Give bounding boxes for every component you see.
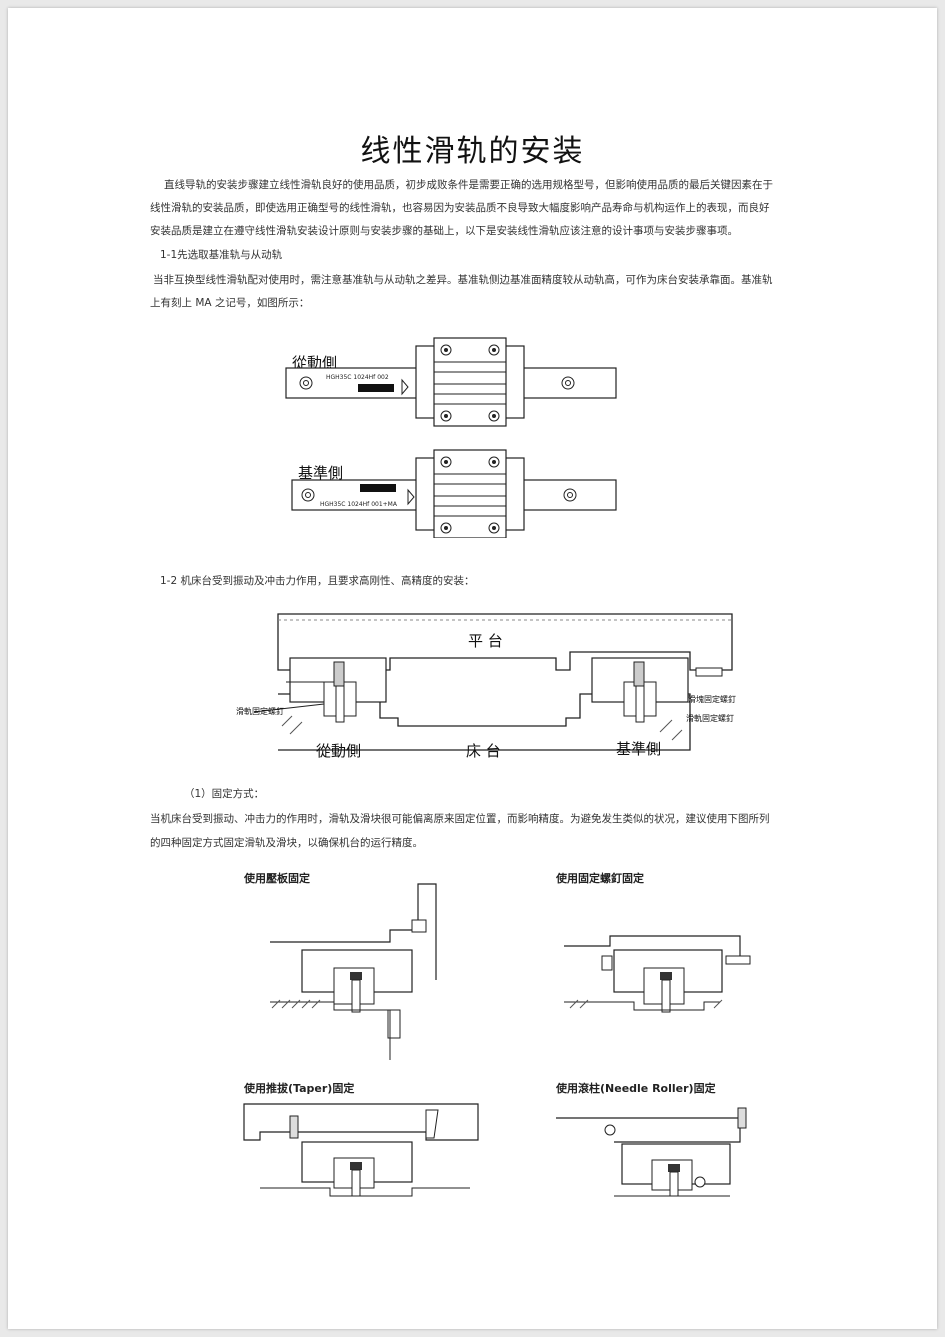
left-rail-screw-callout: 滑軌固定螺釘	[236, 706, 284, 716]
hiwin-logo-icon	[360, 484, 396, 492]
hiwin-logo-icon	[358, 384, 394, 392]
method-taper-label: 使用推拔(Taper)固定	[243, 1081, 354, 1095]
taper-wedge-icon	[425, 1109, 439, 1139]
section-1-1-line-1: 当非互换型线性滑轨配对使用时，需注意基准轨与从动轨之差异。基准轨侧边基准面精度较…	[153, 274, 773, 286]
fixing-line-1: 当机床台受到振动、冲击力的作用时，滑轨及滑块很可能偏离原来固定位置，而影响精度。…	[150, 813, 770, 825]
needle-roller-icon	[604, 1124, 616, 1136]
reference-side-label: 基準側	[298, 464, 343, 482]
block-set-screw-icon	[695, 667, 723, 677]
plate-screw-icon	[387, 1009, 401, 1039]
fixing-line-2: 的四种固定方式固定滑轨及滑块，以确保机台的运行精度。	[150, 837, 423, 849]
bolt-head-icon	[668, 1164, 680, 1172]
reference-side-label: 基準側	[616, 740, 661, 758]
document-page: 线性滑轨的安装 直线导轨的安装步骤建立线性滑轨良好的使用品质，初步成败条件是需要…	[8, 8, 937, 1329]
section-heading-1-2: 1-2 机床台受到振动及冲击力作用，且要求高刚性、高精度的安装：	[160, 575, 475, 587]
bolt-head-icon	[660, 972, 672, 980]
table-label: 平 台	[468, 632, 503, 650]
intro-line-2: 线性滑轨的安装品质，即使选用正确型号的线性滑轨，也容易因为安装品质不良导致大幅度…	[150, 202, 770, 214]
intro-line-3: 安装品质是建立在遵守线性滑轨安装设计原则与安装步骤的基础上，以下是安装线性滑轨应…	[150, 225, 738, 237]
driven-side-label: 從動側	[316, 742, 361, 758]
left-bolt-icon	[333, 661, 345, 687]
taper-table	[243, 1103, 479, 1141]
method-pressure-plate-label: 使用壓板固定	[243, 871, 310, 885]
section-heading-1-1: 1-1先选取基准轨与从动轨	[160, 249, 283, 261]
bolt-head-icon	[350, 1162, 362, 1170]
driven-rail-marking: HGH35C 1024Hf 002	[326, 374, 389, 381]
grease-nipple-icon	[401, 378, 409, 396]
table-outline	[277, 613, 733, 671]
reference-rail-marking: HGH35C 1024Hf 001+MA	[320, 501, 398, 508]
bed-outline	[278, 693, 691, 751]
right-rail-screw-callout: 滑軌固定螺釘	[686, 713, 734, 723]
section-1-1-line-2: 上有刻上 MA 之记号，如图所示：	[150, 297, 310, 309]
bed-label: 床 台	[466, 742, 501, 758]
method-set-screw-label: 使用固定螺釘固定	[555, 871, 644, 885]
grease-nipple-icon	[407, 488, 415, 506]
needle-roller-icon	[694, 1176, 706, 1188]
method-needle-roller-label: 使用滾柱(Needle Roller)固定	[555, 1081, 716, 1095]
pressure-plate-icon	[411, 919, 427, 933]
taper-screw-icon	[289, 1115, 299, 1139]
rail-pair-figure: 從動側 HGH35C 1024Hf 002 基準側 HGH35C 1024Hf …	[285, 337, 617, 538]
roller-screw-icon	[737, 1107, 747, 1129]
fixing-methods-figure: 使用壓板固定 使用固定螺釘固定 使用推拔(Taper)固定 使用滾柱(Needl	[243, 871, 751, 1197]
set-screw-icon	[725, 955, 751, 965]
bolt-head-icon	[350, 972, 362, 980]
section-heading-fixing: （1）固定方式：	[184, 788, 265, 800]
block-screw-callout: 滑塊固定螺釘	[688, 694, 736, 704]
document-title: 线性滑轨的安装	[360, 134, 585, 169]
right-bolt-icon	[633, 661, 645, 687]
table-bed-section-figure: 平 台 床 台 滑軌固定螺釘 從動側 滑塊固定螺釘 滑軌固定螺釘 基準側	[236, 613, 736, 758]
intro-line-1: 直线导轨的安装步骤建立线性滑轨良好的使用品质，初步成败条件是需要正确的选用规格型…	[164, 179, 773, 191]
